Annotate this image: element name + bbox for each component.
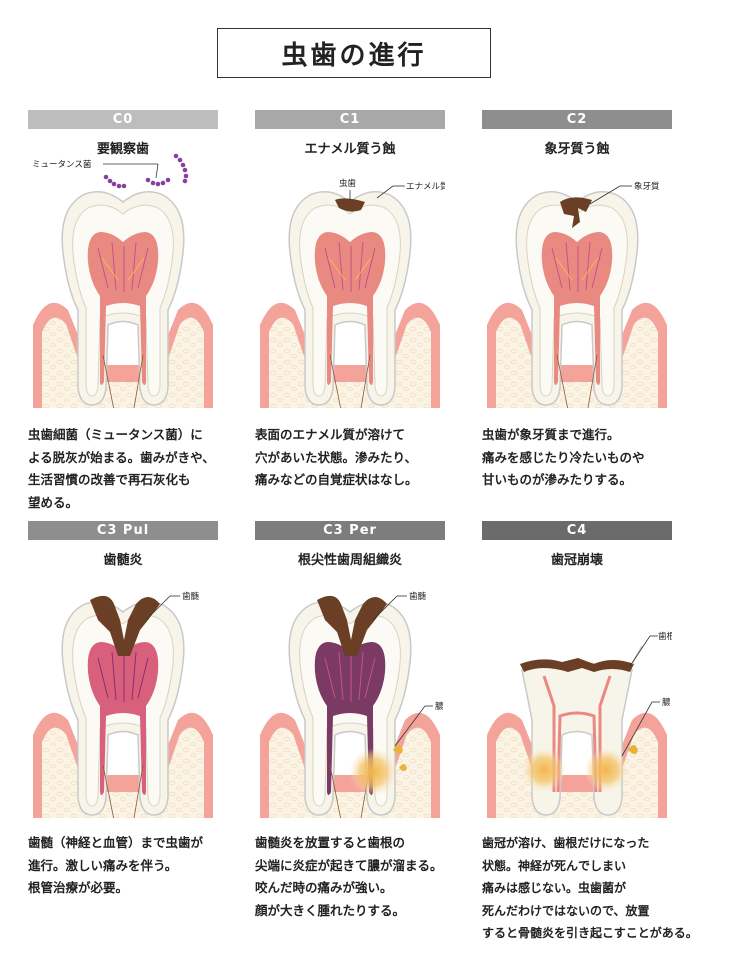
tooth-c0-illustration: ミュータンス菌: [32, 153, 214, 408]
tooth-c4-illustration: 歯根 膿: [486, 631, 672, 818]
desc-line: 穴があいた状態。滲みたり、: [255, 449, 418, 465]
desc-line: 進行。激しい痛みを伴う。: [28, 857, 178, 873]
label-dentin: 象牙質: [634, 181, 660, 192]
stage-code-bar: C3 Pul: [28, 521, 218, 540]
label-pulp: 歯髄: [182, 591, 200, 602]
stage-c1: C1 エナメル質う蝕: [255, 110, 445, 157]
stage-name: 象牙質う蝕: [544, 142, 610, 157]
stage-c3-per: C3 Per 根尖性歯周組織炎: [255, 521, 445, 568]
tooth-c2-illustration: 象牙質: [486, 181, 668, 408]
desc-line: すると骨髄炎を引き起こすことがある。: [482, 926, 698, 940]
desc-line: 痛みは感じない。虫歯菌が: [482, 881, 627, 895]
stage-code-bar: C0: [28, 110, 218, 129]
stage-name: 歯髄炎: [103, 553, 143, 568]
desc-line: 状態。神経が死んでしまい: [482, 858, 627, 873]
desc-line: 顔が大きく腫れたりする。: [255, 902, 406, 918]
label-pus: 膿: [662, 697, 671, 708]
label-caries: 虫歯: [339, 178, 357, 189]
desc-line: 歯髄（神経と血管）まで虫歯が: [28, 835, 204, 850]
stage-name: 要観察歯: [96, 142, 149, 157]
stage-c4: C4 歯冠崩壊: [482, 521, 672, 568]
label-enamel: エナメル質: [406, 181, 445, 192]
desc-line: 甘いものが滲みたりする。: [482, 472, 633, 487]
desc-c3-pul: 歯髄（神経と血管）まで虫歯が 進行。激しい痛みを伴う。 根管治療が必要。: [28, 832, 278, 900]
desc-line: 歯冠が溶け、歯根だけになった: [482, 836, 650, 850]
stage-c2: C2 象牙質う蝕: [482, 110, 672, 157]
desc-line: 虫歯が象牙質まで進行。: [482, 427, 620, 442]
desc-line: 尖端に炎症が起きて膿が溜まる。: [255, 857, 443, 873]
stage-c3-pul: C3 Pul 歯髄炎: [28, 521, 218, 568]
stage-name: 根尖性歯周組織炎: [297, 553, 402, 568]
bacteria-icon: [103, 153, 189, 189]
label-pus: 膿: [435, 701, 444, 712]
desc-line: 死んだわけではないので、放置: [482, 903, 650, 918]
label-root: 歯根: [658, 631, 672, 642]
stage-code-bar: C1: [255, 110, 445, 129]
desc-line: 表面のエナメル質が溶けて: [255, 427, 406, 442]
tooth-c1-illustration: 虫歯 エナメル質: [259, 178, 445, 408]
stage-code-bar: C2: [482, 110, 672, 129]
desc-c4: 歯冠が溶け、歯根だけになった 状態。神経が死んでしまい 痛みは感じない。虫歯菌が…: [482, 832, 744, 945]
desc-c1: 表面のエナメル質が溶けて 穴があいた状態。滲みたり、 痛みなどの自覚症状はなし。: [255, 424, 505, 492]
desc-line: 咬んだ時の痛みが強い。: [255, 880, 393, 895]
page-title: 虫歯の進行: [217, 28, 491, 78]
tooth-c3-pul-illustration: 歯髄: [32, 591, 214, 818]
desc-line: 生活習慣の改善で再石灰化も: [28, 472, 191, 487]
desc-line: 痛みなどの自覚症状はなし。: [255, 472, 418, 487]
desc-line: よる脱灰が始まる。歯みがきや、: [28, 449, 215, 465]
desc-c2: 虫歯が象牙質まで進行。 痛みを感じたり冷たいものや 甘いものが滲みたりする。: [482, 424, 732, 492]
stage-name: エナメル質う蝕: [304, 142, 396, 157]
desc-c3-per: 歯髄炎を放置すると歯根の 尖端に炎症が起きて膿が溜まる。 咬んだ時の痛みが強い。…: [255, 832, 505, 922]
stage-code-bar: C4: [482, 521, 672, 540]
desc-line: 望める。: [28, 494, 79, 510]
label-mutans: ミュータンス菌: [32, 159, 91, 170]
desc-line: 痛みを感じたり冷たいものや: [482, 449, 645, 465]
stage-name: 歯冠崩壊: [550, 553, 603, 568]
label-pulp: 歯髄: [409, 591, 427, 602]
desc-c0: 虫歯細菌（ミュータンス菌）に よる脱灰が始まる。歯みがきや、 生活習慣の改善で再…: [28, 424, 278, 514]
desc-line: 虫歯細菌（ミュータンス菌）に: [28, 427, 203, 442]
desc-line: 根管治療が必要。: [28, 880, 129, 895]
stage-code-bar: C3 Per: [255, 521, 445, 540]
stage-c0: C0 要観察歯: [28, 110, 218, 157]
desc-line: 歯髄炎を放置すると歯根の: [255, 835, 406, 850]
tooth-c3-per-illustration: 歯髄 膿: [259, 591, 444, 818]
